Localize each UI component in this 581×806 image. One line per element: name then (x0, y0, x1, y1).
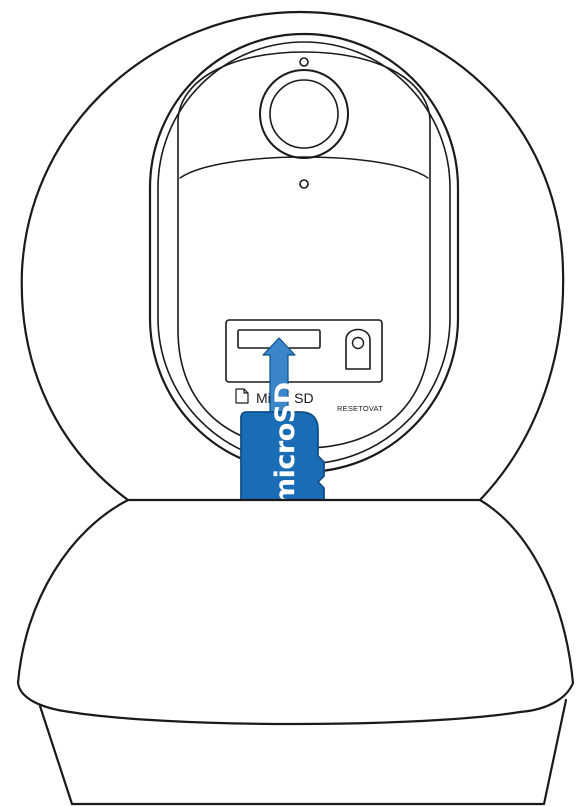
status-led-icon (299, 57, 309, 67)
lens-face-divider (179, 156, 429, 179)
lens-face-panel (177, 51, 431, 449)
camera-base-cap (16, 498, 575, 726)
reset-button-icon[interactable] (345, 328, 371, 370)
camera-lens-ring (259, 69, 349, 159)
lens-housing-outer (148, 32, 460, 474)
microphone-icon (299, 179, 309, 189)
camera-head-sphere (20, 10, 565, 502)
camera-lens-glass (269, 79, 339, 149)
reset-label: RESETOVAT (337, 404, 383, 413)
camera-base-stand (38, 698, 568, 806)
file-icon (235, 388, 249, 404)
micro-sd-card-brand: microSD (270, 382, 301, 506)
port-panel (225, 319, 383, 383)
